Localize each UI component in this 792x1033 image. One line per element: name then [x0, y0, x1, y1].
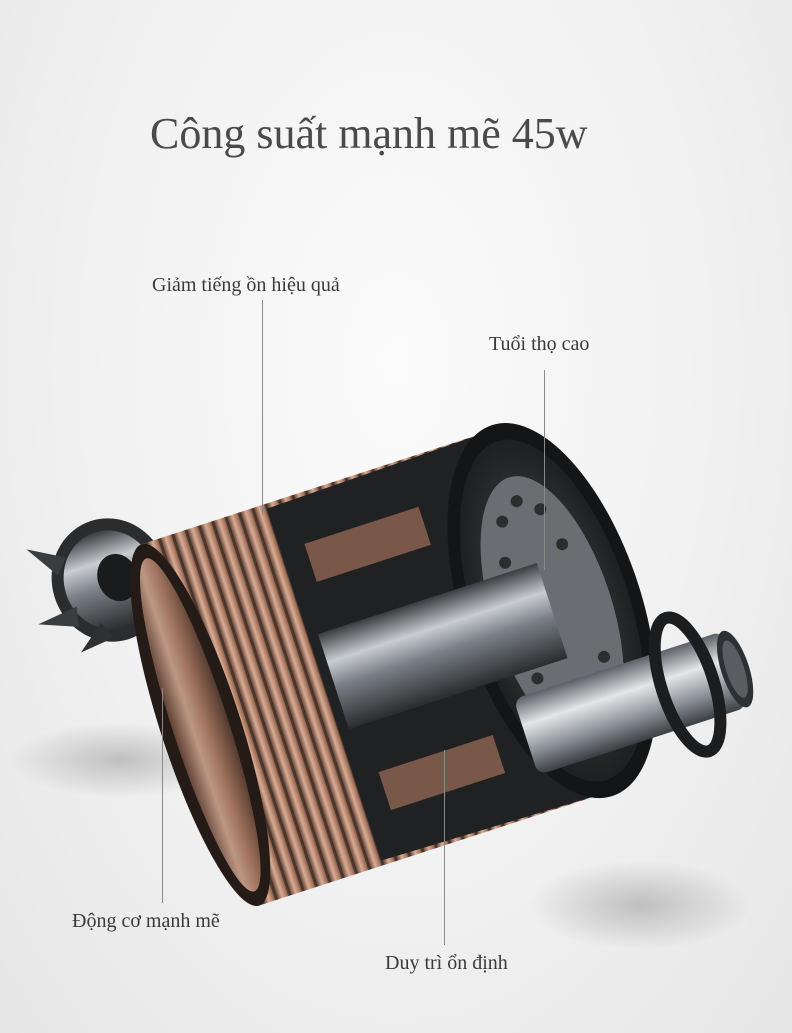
callout-noise-reduction: Giảm tiếng ồn hiệu quả: [152, 274, 340, 296]
leader-line-stable: [444, 750, 445, 945]
callout-long-life: Tuổi thọ cao: [489, 333, 590, 355]
callout-stable: Duy trì ổn định: [385, 952, 508, 974]
leader-line-long-life: [544, 370, 545, 570]
leader-line-noise-reduction: [262, 300, 263, 515]
leader-line-powerful-motor: [162, 688, 163, 903]
page-title: Công suất mạnh mẽ 45w: [150, 109, 588, 158]
callout-powerful-motor: Động cơ mạnh mẽ: [72, 910, 220, 932]
